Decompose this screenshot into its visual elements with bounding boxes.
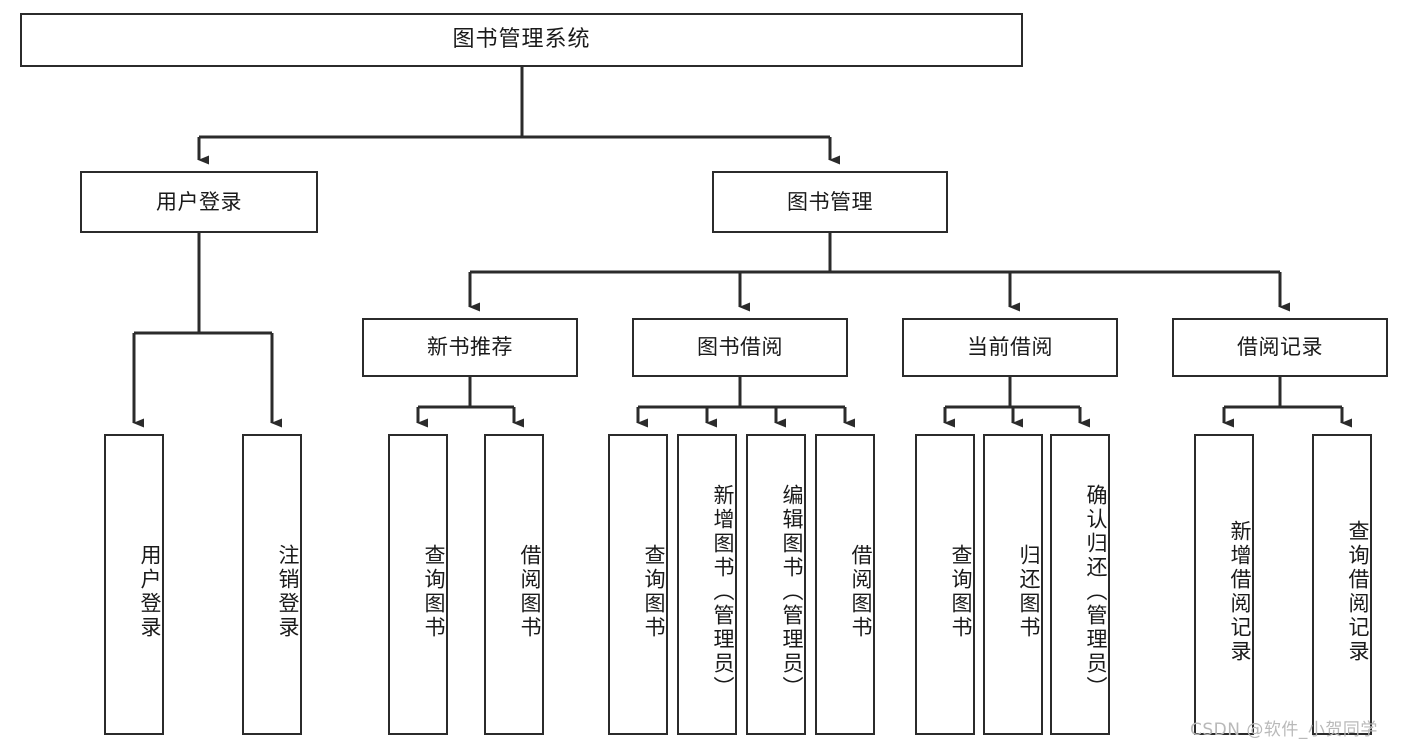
node-leaf-3[interactable]: 借阅图书 (484, 434, 544, 735)
node-leaf-11[interactable]: 新增借阅记录 (1194, 434, 1254, 735)
node-label: 用户登录 (138, 543, 162, 640)
node-level3-0[interactable]: 新书推荐 (362, 318, 578, 377)
node-leaf-9[interactable]: 归还图书 (983, 434, 1043, 735)
node-label: 查询图书 (422, 543, 446, 640)
node-label: 借阅图书 (518, 543, 542, 640)
node-leaf-7[interactable]: 借阅图书 (815, 434, 875, 735)
node-leaf-0[interactable]: 用户登录 (104, 434, 164, 735)
node-label: 确认归还（管理员） (1084, 483, 1108, 700)
node-label: 新书推荐 (427, 335, 513, 360)
node-root-system[interactable]: 图书管理系统 (20, 13, 1023, 67)
node-leaf-5[interactable]: 新增图书（管理员） (677, 434, 737, 735)
node-leaf-6[interactable]: 编辑图书（管理员） (746, 434, 806, 735)
node-level2-1[interactable]: 图书管理 (712, 171, 948, 233)
node-leaf-1[interactable]: 注销登录 (242, 434, 302, 735)
node-label: 查询图书 (949, 543, 973, 640)
node-label: 查询借阅记录 (1346, 519, 1370, 664)
node-label: 借阅图书 (849, 543, 873, 640)
node-label: 图书管理 (787, 189, 873, 214)
node-leaf-10[interactable]: 确认归还（管理员） (1050, 434, 1110, 735)
node-label: 查询图书 (642, 543, 666, 640)
node-level2-0[interactable]: 用户登录 (80, 171, 318, 233)
node-label: 图书管理系统 (452, 27, 591, 53)
node-label: 当前借阅 (967, 335, 1053, 360)
node-level3-1[interactable]: 图书借阅 (632, 318, 848, 377)
node-level3-3[interactable]: 借阅记录 (1172, 318, 1388, 377)
node-level3-2[interactable]: 当前借阅 (902, 318, 1118, 377)
watermark: CSDN @软件_小贺同学 (1190, 720, 1378, 740)
node-leaf-2[interactable]: 查询图书 (388, 434, 448, 735)
node-leaf-12[interactable]: 查询借阅记录 (1312, 434, 1372, 735)
node-label: 图书借阅 (697, 335, 783, 360)
node-leaf-8[interactable]: 查询图书 (915, 434, 975, 735)
node-label: 归还图书 (1017, 543, 1041, 640)
node-leaf-4[interactable]: 查询图书 (608, 434, 668, 735)
node-label: 新增图书（管理员） (711, 483, 735, 700)
node-label: 编辑图书（管理员） (780, 483, 804, 700)
node-label: 新增借阅记录 (1228, 519, 1252, 664)
node-label: 注销登录 (276, 543, 300, 640)
node-label: 用户登录 (156, 189, 242, 214)
node-label: 借阅记录 (1237, 335, 1323, 360)
